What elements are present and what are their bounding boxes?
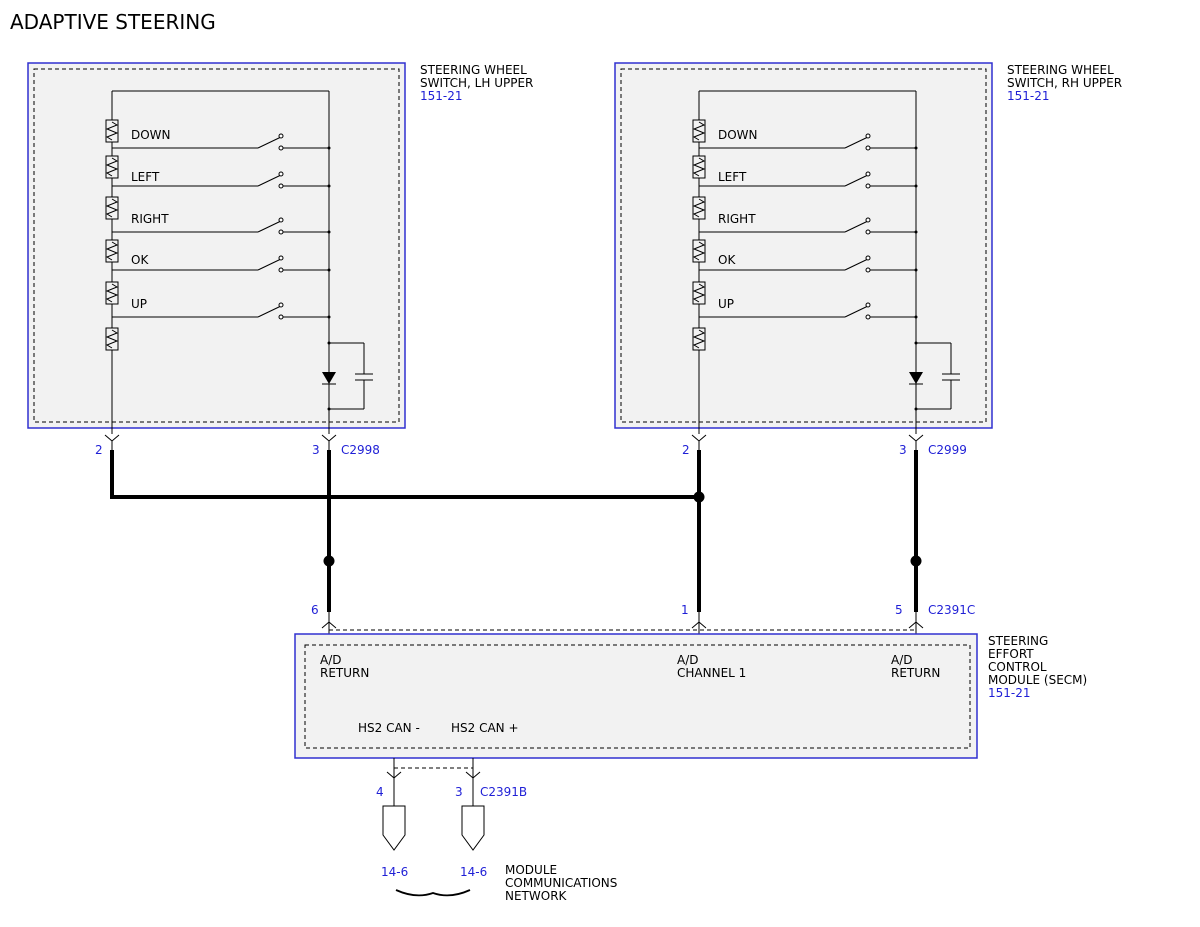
rh-resistor-5 (692, 281, 706, 305)
can-terminal-left (382, 805, 406, 851)
rh-label-up: UP (718, 297, 734, 311)
lh-switch-name-2: SWITCH, LH UPPER (420, 76, 533, 90)
rh-switch-row-left (699, 171, 918, 189)
lh-label-ok: OK (131, 253, 149, 267)
secm-can-plus: HS2 CAN + (451, 721, 519, 735)
rh-resistor-4 (692, 239, 706, 263)
network-brace (395, 889, 471, 897)
lh-switch-row-right (112, 217, 331, 235)
splice-node-1 (693, 491, 705, 503)
rh-diode-capacitor (909, 341, 960, 411)
secm-pin-6: 6 (311, 603, 319, 617)
lh-resistor-4 (105, 239, 119, 263)
lh-resistor-6 (105, 327, 119, 351)
secm-module-block: 6 1 5 C2391C A/D RETURN A/D CHANNEL 1 A/… (294, 603, 1087, 759)
wire-return-bus (110, 450, 699, 499)
rh-resistor-2 (692, 155, 706, 179)
rh-switch-name-2: SWITCH, RH UPPER (1007, 76, 1122, 90)
secm-name-2: EFFORT (988, 647, 1034, 661)
rh-pin-3: 3 (899, 443, 907, 457)
secm-ad-right-2: RETURN (891, 666, 940, 680)
network-label-1: MODULE (505, 863, 557, 877)
lh-switch-name-1: STEERING WHEEL (420, 63, 527, 77)
lh-label-down: DOWN (131, 128, 171, 142)
secm-name-1: STEERING (988, 634, 1048, 648)
rh-resistor-3 (692, 196, 706, 220)
secm-ad-left-2: RETURN (320, 666, 369, 680)
secm-name-4: MODULE (SECM) (988, 673, 1087, 687)
lh-pin-3: 3 (312, 443, 320, 457)
lh-switch-circuit (105, 90, 373, 434)
rh-switch-name-1: STEERING WHEEL (1007, 63, 1114, 77)
lh-switch-row-ok (112, 255, 331, 273)
rh-switch-ref: 151-21 (1007, 89, 1050, 103)
lh-switch-row-down (112, 133, 331, 151)
rh-switch-circuit (692, 90, 960, 434)
rh-resistor-6 (692, 327, 706, 351)
rh-switch-row-ok (699, 255, 918, 273)
rh-switch-row-right (699, 217, 918, 235)
switch-connector-pins: 2 3 C2998 2 3 C2999 (95, 434, 967, 457)
rh-resistor-1 (692, 119, 706, 143)
lh-diode-capacitor (322, 341, 373, 411)
secm-can-minus: HS2 CAN - (358, 721, 420, 735)
secm-ad-mid-1: A/D (677, 653, 699, 667)
rh-switch-block: DOWN LEFT RIGHT OK UP STEERING WHEEL SWI… (614, 62, 1122, 434)
lh-resistor-1 (105, 119, 119, 143)
lh-label-right: RIGHT (131, 212, 169, 226)
secm-ad-right-1: A/D (891, 653, 913, 667)
page-title: ADAPTIVE STEERING (10, 10, 216, 34)
lh-label-up: UP (131, 297, 147, 311)
network-label-2: COMMUNICATIONS (505, 876, 617, 890)
lh-switch-ref: 151-21 (420, 89, 463, 103)
lh-switch-row-left (112, 171, 331, 189)
secm-ref: 151-21 (988, 686, 1031, 700)
can-pin-3: 3 (455, 785, 463, 799)
rh-label-left: LEFT (718, 170, 747, 184)
lh-resistor-2 (105, 155, 119, 179)
network-ref-right: 14-6 (460, 865, 487, 879)
rh-connector-c2999: C2999 (928, 443, 967, 457)
rh-label-down: DOWN (718, 128, 758, 142)
can-pin-4: 4 (376, 785, 384, 799)
lh-label-left: LEFT (131, 170, 160, 184)
secm-pin-5: 5 (895, 603, 903, 617)
rh-switch-row-up (699, 302, 918, 320)
secm-connector-c2391c: C2391C (928, 603, 975, 617)
can-connector-c2391b: C2391B (480, 785, 527, 799)
secm-ad-left-1: A/D (320, 653, 342, 667)
lh-switch-row-up (112, 302, 331, 320)
wire-harness (110, 441, 924, 640)
can-output: 4 3 C2391B 14-6 14-6 MODULE COMMUNICATIO… (376, 758, 617, 903)
secm-name-3: CONTROL (988, 660, 1047, 674)
lh-switch-block: DOWN LEFT RIGHT OK UP STEERING WHEEL SWI… (27, 62, 533, 434)
rh-label-right: RIGHT (718, 212, 756, 226)
lh-resistor-3 (105, 196, 119, 220)
rh-label-ok: OK (718, 253, 736, 267)
lh-resistor-5 (105, 281, 119, 305)
splice-node-2 (323, 555, 335, 567)
rh-switch-row-down (699, 133, 918, 151)
network-ref-left: 14-6 (381, 865, 408, 879)
lh-connector-c2998: C2998 (341, 443, 380, 457)
secm-pin-1: 1 (681, 603, 689, 617)
secm-ad-mid-2: CHANNEL 1 (677, 666, 746, 680)
splice-node-3 (910, 555, 922, 567)
rh-pin-2: 2 (682, 443, 690, 457)
can-terminal-right (461, 805, 485, 851)
lh-pin-2: 2 (95, 443, 103, 457)
network-label-3: NETWORK (505, 889, 568, 903)
